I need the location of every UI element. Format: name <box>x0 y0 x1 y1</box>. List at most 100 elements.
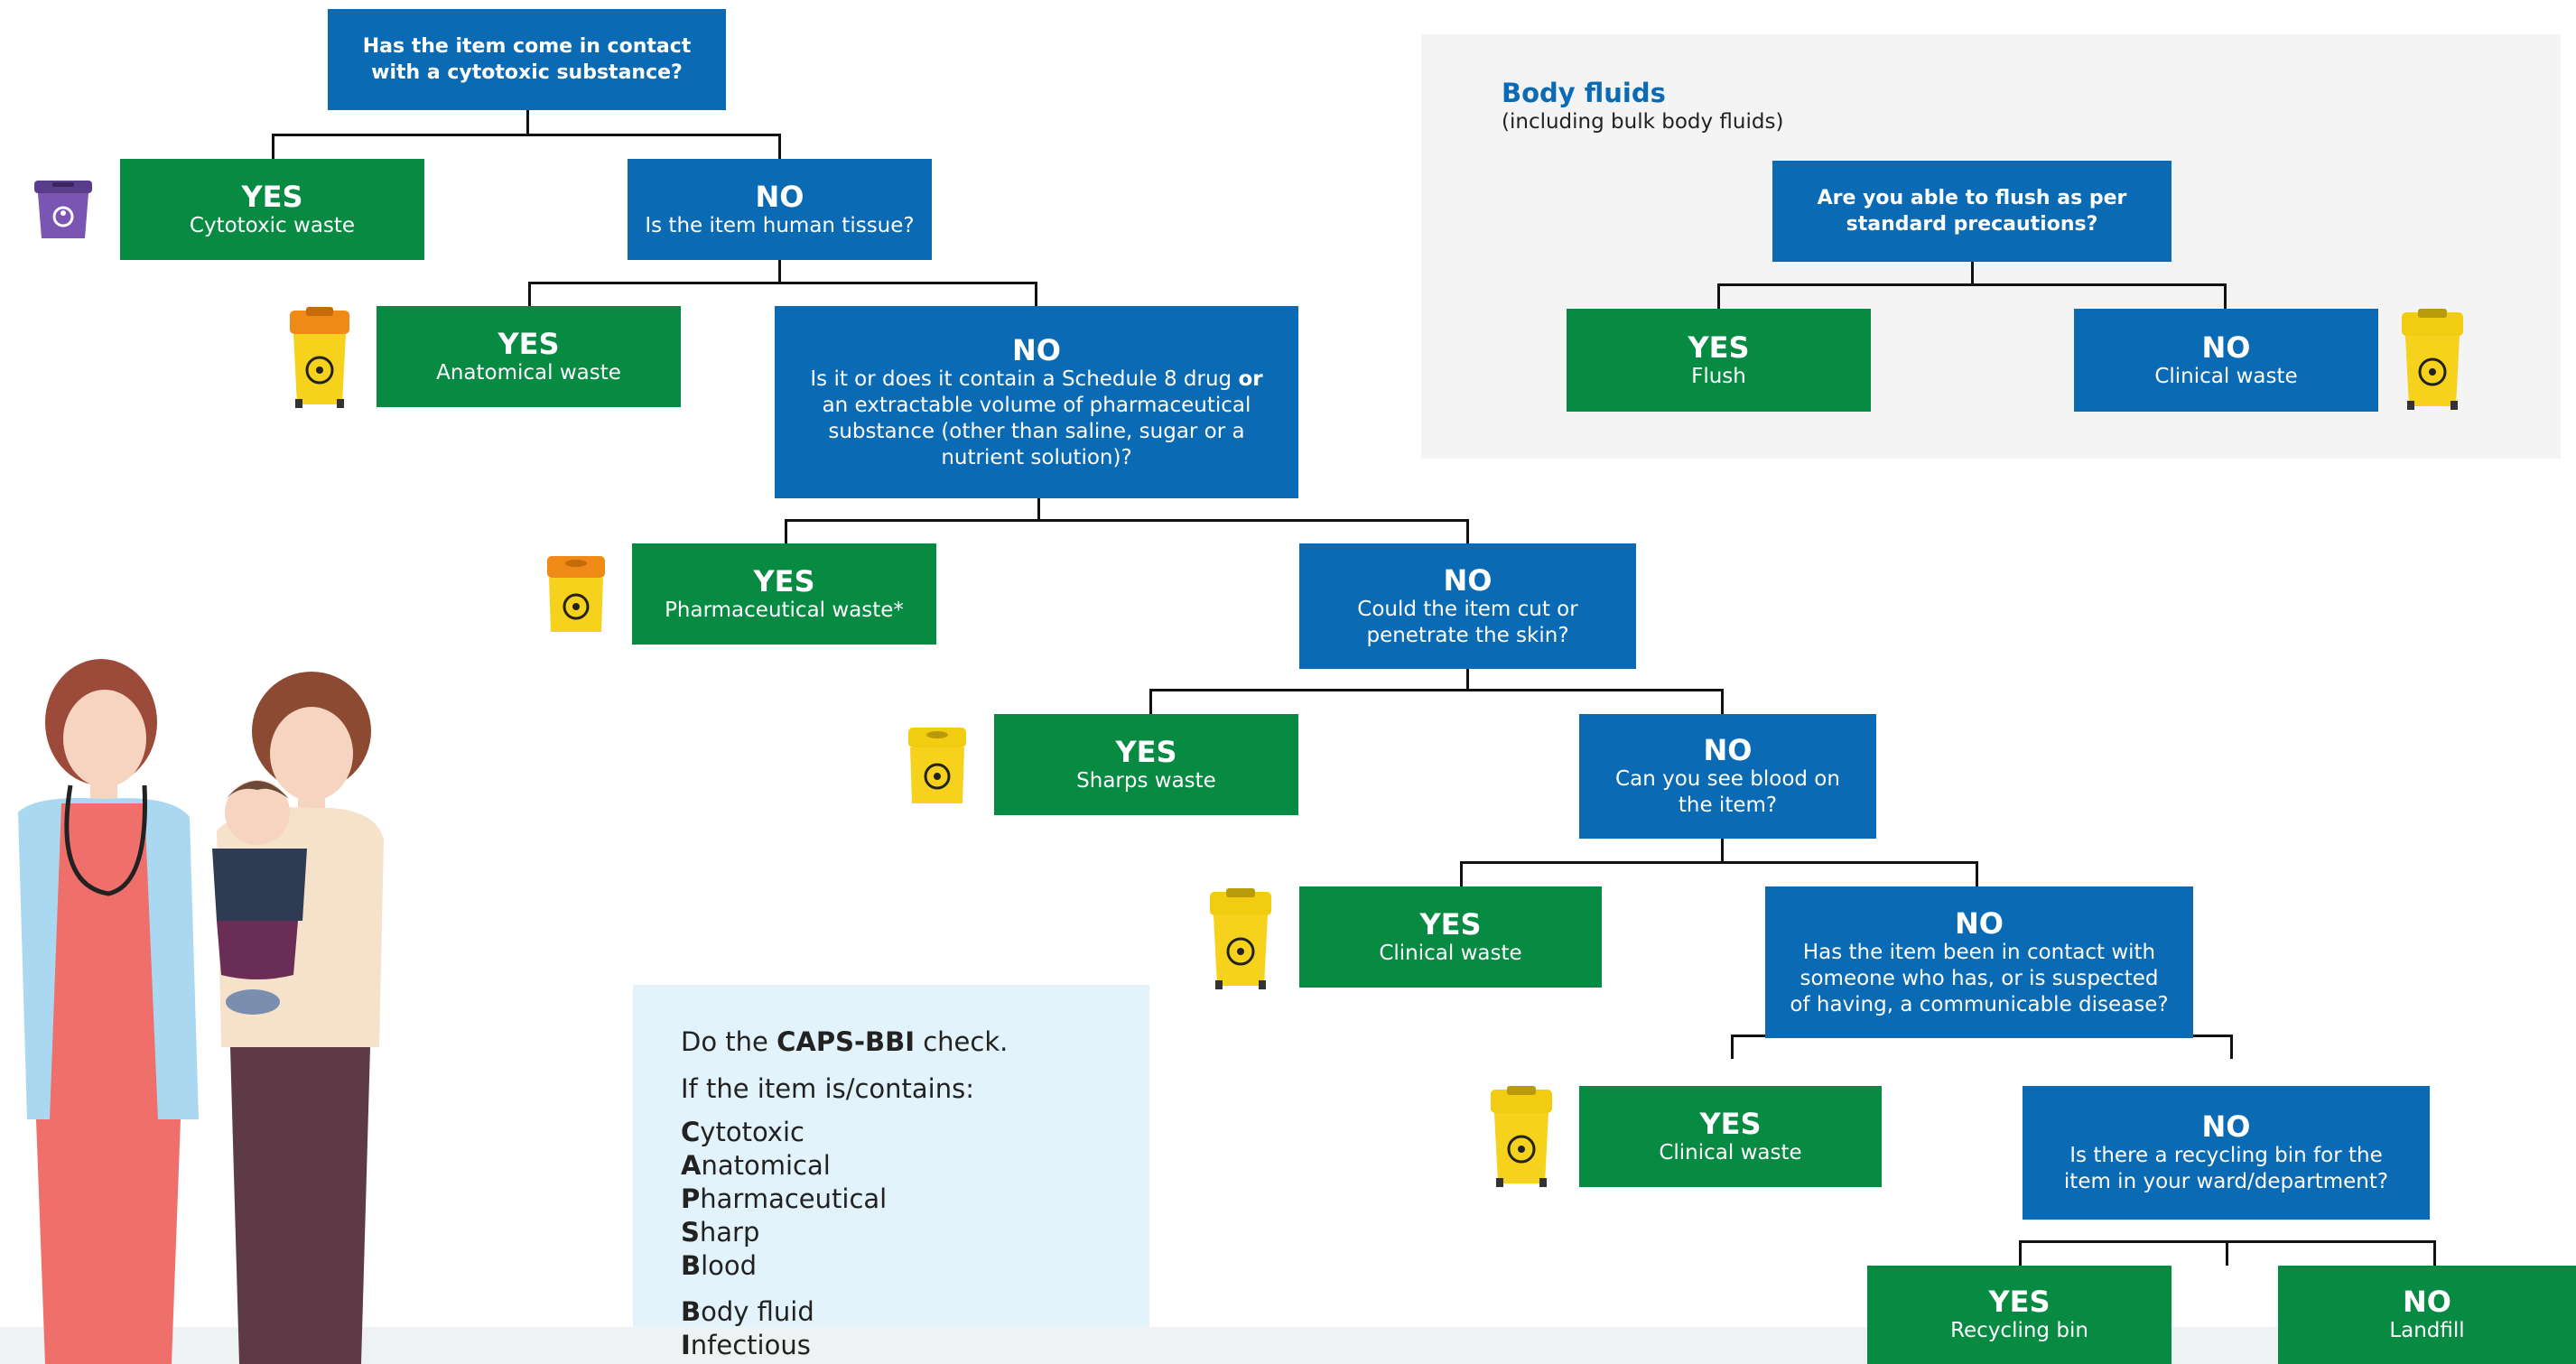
spacer <box>681 1283 887 1295</box>
question-text: Are you able to flush as per standard pr… <box>1817 187 2127 236</box>
connector <box>528 282 1037 284</box>
connector <box>1149 689 1724 691</box>
body-fluids-no-clinical: NO Clinical waste <box>2074 309 2378 412</box>
question-text: Has the item been in contact with someon… <box>1790 940 2169 1016</box>
yes-anatomical-waste: YES Anatomical waste <box>377 306 681 407</box>
caps-line2: If the item is/contains: <box>681 1073 974 1104</box>
caps-rest: lood <box>701 1250 758 1281</box>
question-text: Has the item come in contact with a cyto… <box>362 35 692 84</box>
no-label: NO <box>1443 562 1493 598</box>
connector <box>526 110 529 135</box>
yes-label: YES <box>1419 906 1482 942</box>
caps-item: Anatomical <box>681 1149 887 1183</box>
caps-acronym: CAPS-BBI <box>777 1026 916 1057</box>
outcome-text: Flush <box>1691 364 1746 388</box>
no-label: NO <box>755 179 804 214</box>
yellow-biohazard-bin-icon <box>1491 1086 1552 1187</box>
connector <box>1717 283 1720 309</box>
orange-biohazard-bin-icon <box>547 556 605 632</box>
caps-initial: C <box>681 1117 701 1147</box>
question-text: Is the item human tissue? <box>645 213 915 237</box>
caps-initial: P <box>681 1183 701 1214</box>
connector <box>2019 1240 2436 1243</box>
yes-label: YES <box>1699 1106 1762 1141</box>
yes-pharmaceutical-waste: YES Pharmaceutical waste* <box>632 543 936 645</box>
yellow-biohazard-bin-icon <box>908 728 966 803</box>
outcome-text: Clinical waste <box>1379 941 1522 965</box>
outcome-text: Pharmaceutical waste* <box>665 598 904 622</box>
question-text: Is it or does it contain a Schedule 8 dr… <box>775 367 1298 471</box>
yes-label: YES <box>1688 329 1750 365</box>
connector <box>2224 283 2227 309</box>
connector <box>1721 839 1724 863</box>
yes-label: YES <box>241 179 303 214</box>
connector <box>2433 1240 2436 1266</box>
outcome-text: Recycling bin <box>1950 1319 2088 1342</box>
connector <box>1460 861 1978 864</box>
outcome-text: Clinical waste <box>2154 364 2298 388</box>
question-text-part: an extractable volume of pharmaceutical … <box>822 393 1251 469</box>
question-text: Is there a recycling bin for the item in… <box>2063 1144 2389 1193</box>
caps-item: Blood <box>681 1249 887 1283</box>
no-human-tissue: NO Is the item human tissue? <box>628 159 932 260</box>
caps-bbi-panel <box>633 985 1149 1364</box>
body-fluids-question: Are you able to flush as per standard pr… <box>1772 161 2171 262</box>
caps-item: Cytotoxic <box>681 1116 887 1149</box>
connector <box>2226 1242 2228 1266</box>
connector <box>785 519 787 543</box>
caps-initial: I <box>681 1330 691 1360</box>
no-landfill: NO Landfill <box>2278 1266 2576 1364</box>
caps-initial: S <box>681 1217 700 1248</box>
connector <box>1721 689 1724 714</box>
connector <box>1466 519 1469 543</box>
no-visible-blood: NO Can you see blood on the item? <box>1579 714 1876 839</box>
caps-item: Infectious <box>681 1329 887 1362</box>
caps-rest: harp <box>699 1217 760 1248</box>
caps-rest: ytotoxic <box>700 1117 804 1147</box>
no-label: NO <box>2201 1109 2251 1144</box>
connector <box>2019 1240 2022 1266</box>
yes-recycling-bin: YES Recycling bin <box>1867 1266 2171 1364</box>
yes-clinical-waste-blood: YES Clinical waste <box>1299 886 1602 988</box>
caps-item: Pharmaceutical <box>681 1183 887 1216</box>
connector <box>778 260 781 283</box>
yes-clinical-waste-disease: YES Clinical waste <box>1579 1086 1882 1187</box>
caps-rest: natomical <box>701 1150 831 1181</box>
connector <box>778 134 781 159</box>
yes-label: YES <box>498 326 560 361</box>
connector <box>528 282 531 306</box>
no-recycling-bin: NO Is there a recycling bin for the item… <box>2023 1086 2430 1220</box>
body-fluids-title: Body fluids <box>1502 78 1666 108</box>
no-label: NO <box>1955 905 2004 941</box>
yes-label: YES <box>1988 1285 2051 1319</box>
connector <box>1037 498 1040 520</box>
caps-intro-text: Do the <box>681 1026 777 1057</box>
caps-intro: Do the CAPS-BBI check. <box>681 1025 1008 1059</box>
caps-intro-text: check. <box>915 1026 1009 1057</box>
yes-sharps-waste: YES Sharps waste <box>994 714 1298 815</box>
question-text-bold: or <box>1238 367 1263 391</box>
no-label: NO <box>1703 733 1753 767</box>
body-fluids-yes-flush: YES Flush <box>1567 309 1871 412</box>
connector <box>272 134 781 136</box>
connector <box>1460 861 1463 886</box>
question-cytotoxic: Has the item come in contact with a cyto… <box>328 9 726 110</box>
connector <box>1971 262 1974 285</box>
connector <box>1466 669 1469 691</box>
no-schedule8-drug: NO Is it or does it contain a Schedule 8… <box>775 306 1298 498</box>
connector <box>1717 283 2227 286</box>
body-fluids-subtitle: (including bulk body fluids) <box>1502 110 1784 134</box>
caps-initial: B <box>681 1250 702 1281</box>
yellow-biohazard-bin-icon <box>2402 309 2463 410</box>
caps-initial: B <box>681 1296 702 1327</box>
outcome-text: Landfill <box>2389 1319 2465 1342</box>
caps-rest: nfectious <box>690 1330 811 1360</box>
caps-rest: harmaceutical <box>700 1183 888 1214</box>
connector <box>2230 1035 2233 1059</box>
yes-cytotoxic-waste: YES Cytotoxic waste <box>120 159 424 260</box>
no-cut-penetrate: NO Could the item cut or penetrate the s… <box>1299 543 1636 669</box>
caps-item: Body fluid <box>681 1295 887 1329</box>
connector <box>1976 861 1978 886</box>
yes-label: YES <box>753 563 815 598</box>
question-text-part: Is it or does it contain a Schedule 8 dr… <box>810 367 1239 391</box>
